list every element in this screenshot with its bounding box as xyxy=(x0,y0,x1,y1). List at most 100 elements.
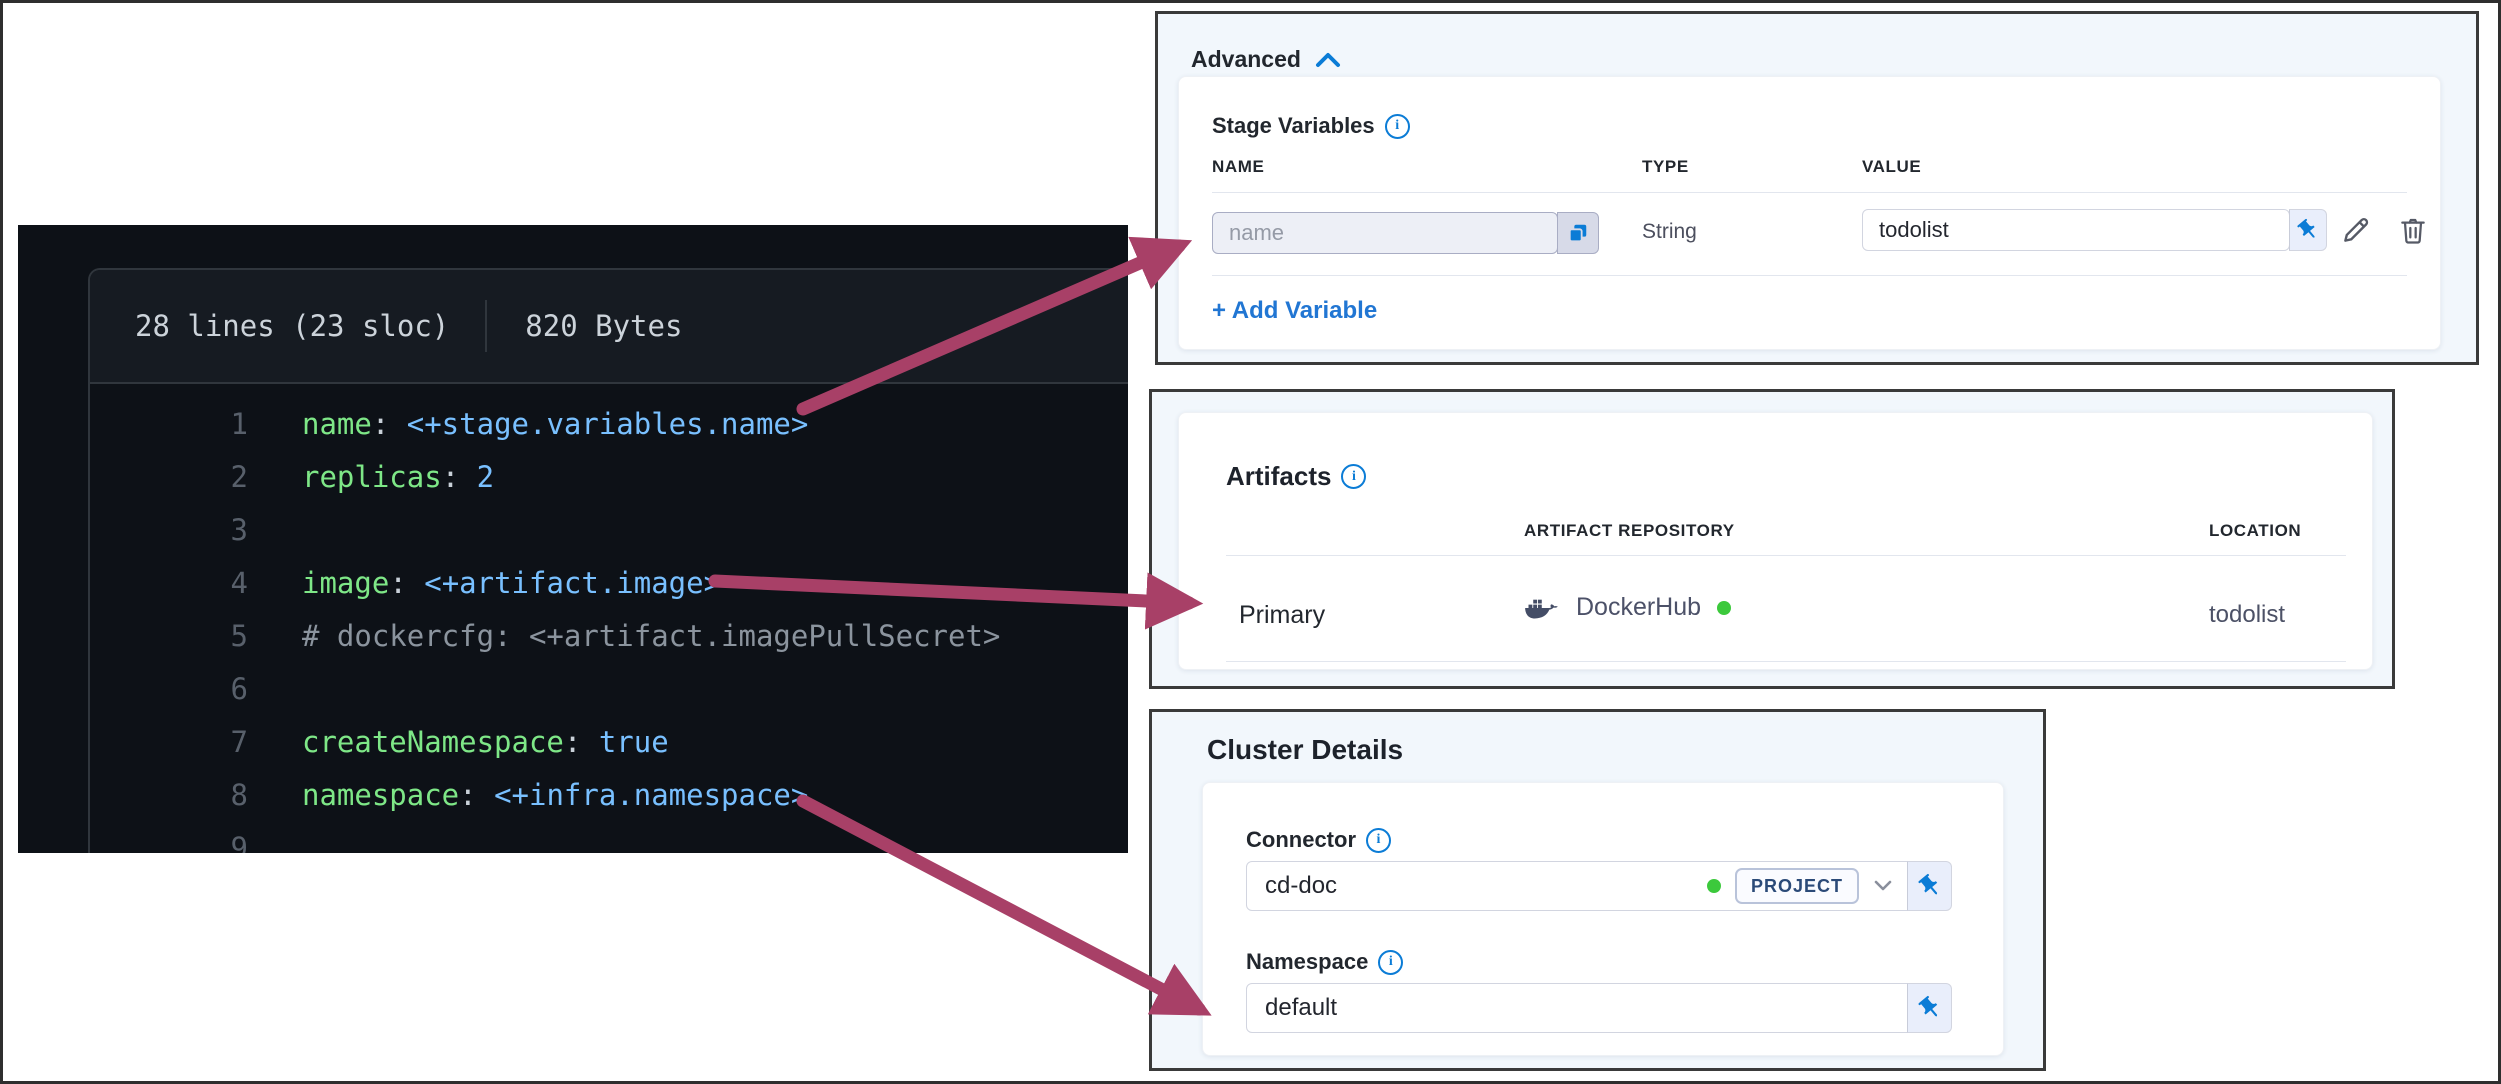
connector-status-dot xyxy=(1706,879,1721,893)
variable-name-input[interactable]: name xyxy=(1212,212,1558,254)
trash-icon xyxy=(2401,218,2425,244)
line-number: 4 xyxy=(230,566,248,600)
add-variable-button[interactable]: + Add Variable xyxy=(1212,297,1378,324)
advanced-title: Advanced xyxy=(1191,46,1301,72)
code-segment: : xyxy=(441,460,477,494)
code-line: 6 xyxy=(90,663,1128,716)
column-header-name: NAME xyxy=(1212,157,1265,176)
column-header-type: TYPE xyxy=(1642,157,1689,176)
connector-field-label: Connector i xyxy=(1246,827,1391,853)
artifacts-section: Artifacts i xyxy=(1226,461,1367,492)
value-pin-button[interactable] xyxy=(2289,209,2327,251)
artifacts-panel: Artifacts i ARTIFACT REPOSITORY LOCATION… xyxy=(1149,389,2395,689)
chevron-down-icon[interactable] xyxy=(1873,879,1893,893)
code-blob-card: 28 lines (23 sloc) 820 Bytes 1 name: <+s… xyxy=(88,268,1128,853)
line-number: 2 xyxy=(230,460,248,494)
artifact-repository-link[interactable]: DockerHub xyxy=(1576,593,1702,621)
line-number: 1 xyxy=(230,407,248,441)
variable-value-input[interactable]: todolist xyxy=(1862,209,2290,251)
code-line: 1 name: <+stage.variables.name> xyxy=(90,398,1128,451)
info-icon[interactable]: i xyxy=(1384,113,1410,139)
namespace-field-label: Namespace i xyxy=(1246,949,1404,975)
copy-button[interactable] xyxy=(1557,212,1599,254)
variable-name-value: name xyxy=(1229,220,1285,245)
header-divider xyxy=(485,300,488,352)
code-text: createNamespace: true xyxy=(262,716,669,769)
stage-variables-card: Stage Variables i NAME TYPE VALUE name S… xyxy=(1178,76,2441,350)
code-text: image: <+artifact.image> xyxy=(262,557,721,610)
code-editor: 28 lines (23 sloc) 820 Bytes 1 name: <+s… xyxy=(18,225,1128,853)
pin-icon xyxy=(2297,218,2315,238)
variable-value: todolist xyxy=(1879,217,1949,242)
code-segment: replicas xyxy=(302,460,442,494)
stage-variables-title: Stage Variables xyxy=(1212,113,1375,138)
line-number: 7 xyxy=(230,725,248,759)
column-header-value: VALUE xyxy=(1862,157,1922,176)
code-segment: <+infra.namespace> xyxy=(494,778,809,812)
copy-icon xyxy=(1568,224,1587,243)
edit-pencil-icon xyxy=(2344,217,2369,242)
variable-type: String xyxy=(1642,220,1697,243)
code-text: replicas: 2 xyxy=(262,451,494,504)
row-divider xyxy=(1212,275,2407,276)
pin-icon xyxy=(1918,873,1937,895)
cluster-details-card: Connector i cd-doc PROJECT xyxy=(1202,782,2004,1056)
namespace-label-text: Namespace xyxy=(1246,949,1369,974)
code-line: 3 xyxy=(90,504,1128,557)
scope-badge: PROJECT xyxy=(1734,868,1859,904)
connector-pin-button[interactable] xyxy=(1907,861,1952,911)
column-header-artifact-repository: ARTIFACT REPOSITORY xyxy=(1524,521,1735,540)
file-lines-info: 28 lines (23 sloc) xyxy=(135,309,450,343)
code-segment: createNamespace xyxy=(302,725,564,759)
info-icon[interactable]: i xyxy=(1378,949,1404,975)
line-number: 6 xyxy=(230,672,248,706)
code-text xyxy=(262,504,302,557)
code-text: name: <+stage.variables.name> xyxy=(262,398,808,451)
advanced-panel: Advanced Stage Variables i NAME TYPE VAL… xyxy=(1155,11,2479,365)
delete-variable-button[interactable] xyxy=(2397,213,2429,247)
info-icon[interactable]: i xyxy=(1341,464,1367,489)
connector-status-dot xyxy=(1717,600,1732,615)
code-segment: : xyxy=(563,725,599,759)
code-file-header: 28 lines (23 sloc) 820 Bytes xyxy=(90,270,1128,384)
artifacts-title: Artifacts xyxy=(1226,461,1332,491)
code-text xyxy=(262,822,302,853)
column-header-location: LOCATION xyxy=(2209,521,2302,540)
code-text: namespace: <+infra.namespace> xyxy=(262,769,808,822)
namespace-pin-button[interactable] xyxy=(1907,983,1952,1033)
artifact-row[interactable]: Primary DockerHub xyxy=(1179,571,2372,661)
code-text xyxy=(262,663,302,716)
code-segment: : xyxy=(459,778,495,812)
row-divider xyxy=(1226,555,2346,556)
line-number: 9 xyxy=(230,831,248,853)
pin-icon xyxy=(1918,995,1937,1017)
code-segment: namespace xyxy=(302,778,460,812)
row-divider xyxy=(1226,661,2346,662)
cluster-details-title: Cluster Details xyxy=(1207,734,1404,765)
line-number: 8 xyxy=(230,778,248,812)
code-text: # dockercfg: <+artifact.imagePullSecret> xyxy=(262,610,1000,663)
advanced-collapse-header[interactable]: Advanced xyxy=(1191,46,1341,73)
code-segment: : xyxy=(389,566,425,600)
code-segment: <+artifact.image> xyxy=(424,566,722,600)
code-segment: name xyxy=(302,407,372,441)
line-number: 3 xyxy=(230,513,248,547)
code-line: 4 image: <+artifact.image> xyxy=(90,557,1128,610)
code-line: 5 # dockercfg: <+artifact.imagePullSecre… xyxy=(90,610,1128,663)
info-icon[interactable]: i xyxy=(1366,827,1391,853)
cluster-details-panel: Cluster Details Connector i cd-doc PROJE… xyxy=(1149,709,2046,1071)
code-segment: true xyxy=(598,725,669,759)
edit-variable-button[interactable] xyxy=(2339,213,2373,247)
code-line: 7 createNamespace: true xyxy=(90,716,1128,769)
code-line: 9 xyxy=(90,822,1128,853)
code-segment: : xyxy=(371,407,407,441)
code-line: 2 replicas: 2 xyxy=(90,451,1128,504)
connector-label-text: Connector xyxy=(1246,827,1356,852)
namespace-input[interactable]: default xyxy=(1246,983,1908,1033)
code-line: 8 namespace: <+infra.namespace> xyxy=(90,769,1128,822)
connector-value: cd-doc xyxy=(1265,872,1338,899)
row-divider xyxy=(1212,192,2407,193)
code-lines: 1 name: <+stage.variables.name> 2 replic… xyxy=(90,384,1128,853)
connector-select[interactable]: cd-doc PROJECT xyxy=(1246,861,1908,911)
